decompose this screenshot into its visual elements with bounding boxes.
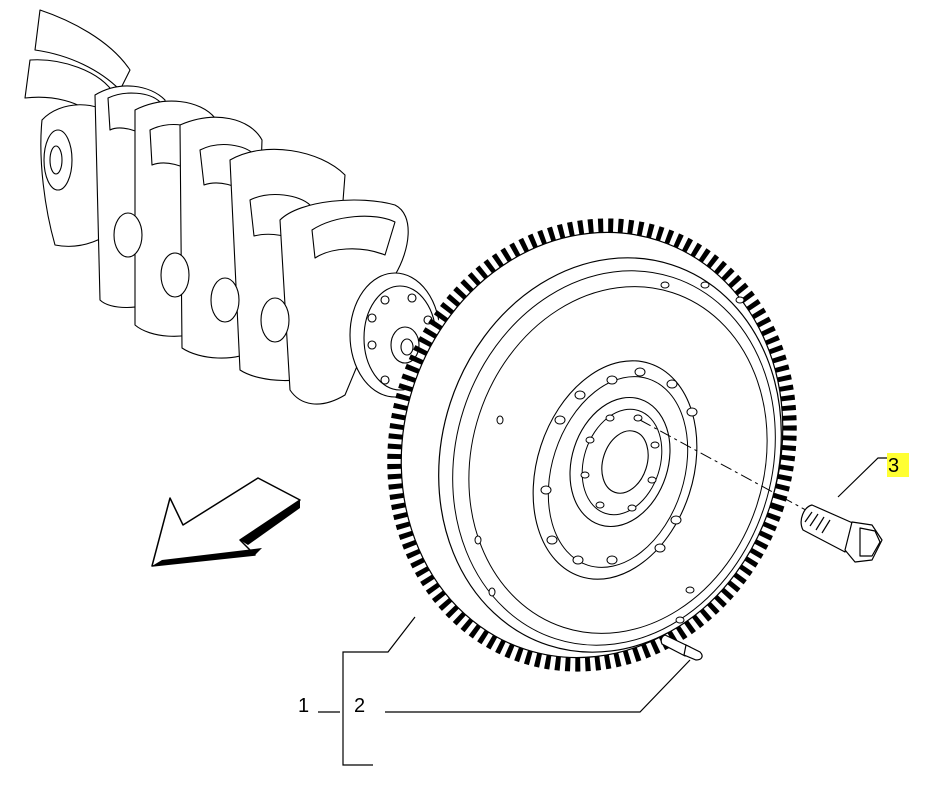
flywheel xyxy=(387,218,797,672)
leader-2 xyxy=(385,659,691,713)
dowel-pin xyxy=(660,634,703,661)
direction-arrow xyxy=(151,477,301,567)
callout-3-label: 3 xyxy=(888,455,899,477)
callout-1-label: 1 xyxy=(298,695,309,717)
leader-3 xyxy=(837,457,893,498)
crankshaft xyxy=(24,9,441,405)
callout-2-label: 2 xyxy=(354,695,365,717)
assembly-axis-line xyxy=(639,419,816,516)
flywheel-bolt xyxy=(800,504,883,563)
callout-3-highlight xyxy=(887,453,909,477)
leader-ring xyxy=(342,616,416,766)
